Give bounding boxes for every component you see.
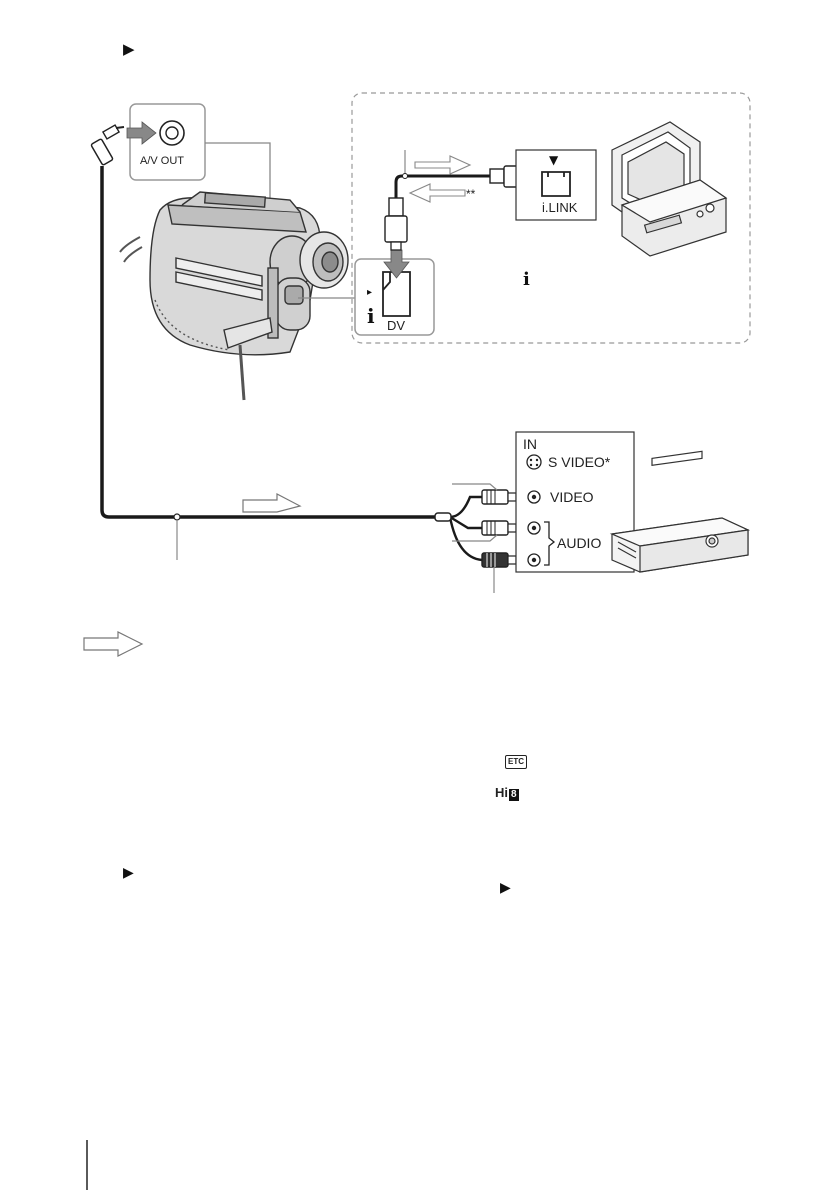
plug-callout-1	[452, 483, 498, 491]
ilink-label: i.LINK	[542, 200, 578, 215]
plug-insert-arrow	[126, 121, 157, 145]
optional-connection-frame	[351, 92, 751, 344]
rca-plug-audio-left	[481, 520, 517, 536]
rca-plug-video	[481, 489, 517, 505]
signal-flow-arrow-icon	[242, 493, 302, 513]
av-connecting-cable	[100, 166, 440, 519]
dv-direction-arrow-icon: ▸	[367, 287, 373, 298]
video-deck-device	[611, 121, 728, 257]
vcr-device	[609, 450, 751, 573]
ilink-cable	[394, 174, 505, 248]
rca-plug-audio-right	[481, 552, 517, 568]
header-play-icon: ▶	[123, 40, 135, 58]
etc-badge: ETC	[505, 755, 527, 769]
body-play-icon-right: ▶	[500, 880, 511, 896]
ilink-cable-note: **	[466, 187, 476, 201]
camcorder	[119, 191, 349, 401]
audio-label: AUDIO	[557, 535, 602, 551]
video-label: VIDEO	[550, 489, 594, 505]
plug-callout-2	[452, 534, 498, 542]
ilink-icon: i	[523, 269, 530, 290]
flow-arrow-left	[408, 183, 466, 203]
vcr-input-title: IN	[523, 436, 537, 452]
av-plug	[90, 124, 125, 166]
ilink-marker-icon: ▼	[549, 153, 559, 167]
flow-arrow-right	[414, 155, 472, 175]
dv-plug-bottom	[384, 197, 408, 251]
dv-jack-label: DV	[387, 318, 406, 333]
audio-bracket	[544, 521, 556, 566]
av-out-label: A/V OUT	[140, 155, 185, 167]
dv-insert-arrow	[383, 249, 410, 279]
ilink-port-shape	[541, 171, 571, 197]
legend-flow-arrow	[83, 631, 144, 657]
svideo-label: S VIDEO*	[548, 454, 611, 470]
rca-cable-split	[440, 495, 483, 562]
dv-ilink-icon: i	[367, 304, 375, 328]
body-play-icon-left: ▶	[123, 865, 134, 881]
svideo-jack	[526, 454, 542, 470]
